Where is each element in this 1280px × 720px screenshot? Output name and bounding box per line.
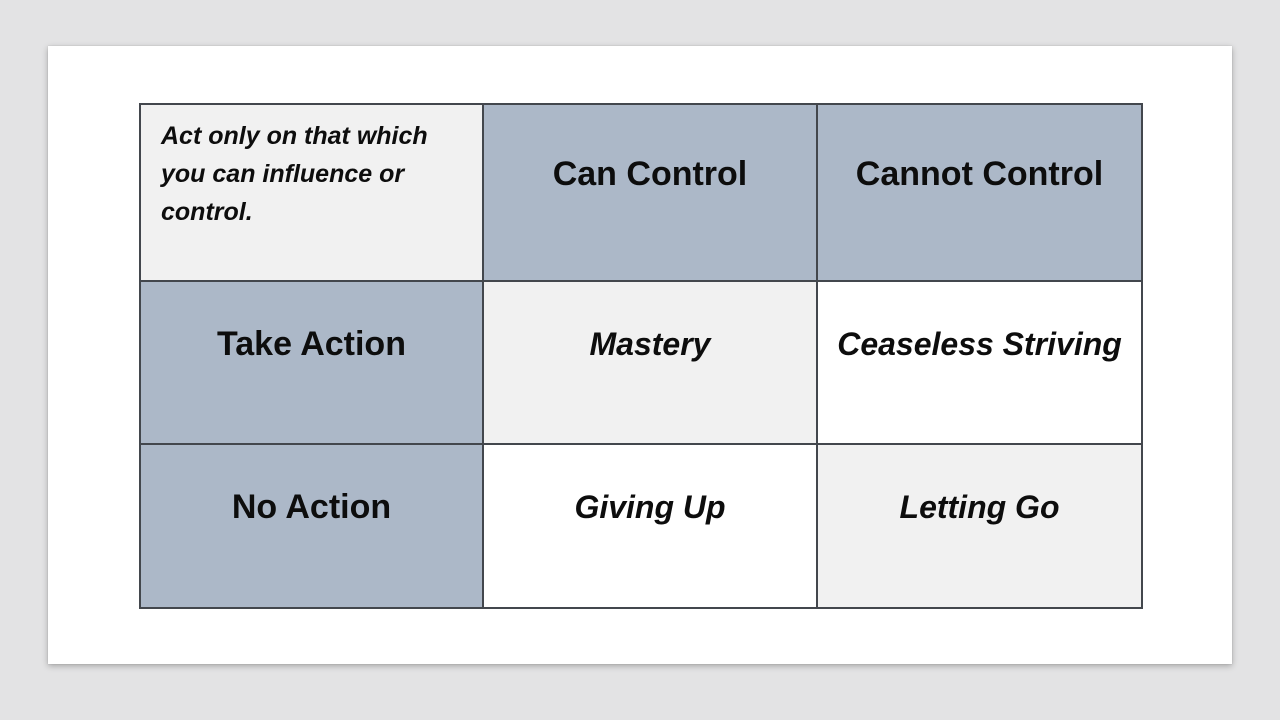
col-header-can-control: Can Control: [482, 103, 818, 282]
control-matrix-table: Act only on that which you can influence…: [139, 103, 1143, 609]
intro-cell: Act only on that which you can influence…: [139, 103, 484, 282]
matrix-row-take-action: Take Action Mastery Ceaseless Striving: [139, 280, 1143, 445]
cell-ceaseless-striving: Ceaseless Striving: [816, 280, 1143, 445]
cell-letting-go: Letting Go: [816, 443, 1143, 609]
row-header-take-action: Take Action: [139, 280, 484, 445]
slide-canvas: Act only on that which you can influence…: [48, 46, 1232, 664]
matrix-header-row: Act only on that which you can influence…: [139, 103, 1143, 282]
col-header-cannot-control: Cannot Control: [816, 103, 1143, 282]
row-header-no-action: No Action: [139, 443, 484, 609]
matrix-row-no-action: No Action Giving Up Letting Go: [139, 443, 1143, 609]
cell-mastery: Mastery: [482, 280, 818, 445]
cell-giving-up: Giving Up: [482, 443, 818, 609]
